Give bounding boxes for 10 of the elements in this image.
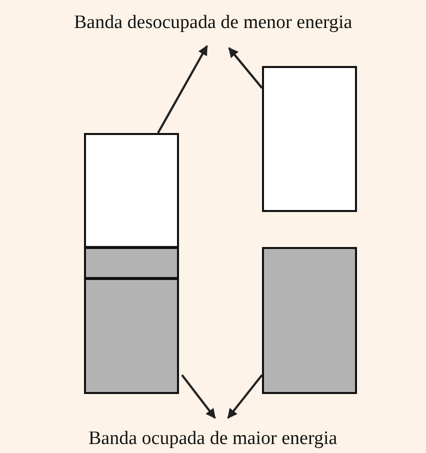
arrow (227, 374, 263, 419)
filled-band (262, 247, 357, 394)
filled-band (84, 247, 179, 279)
arrow (228, 47, 263, 89)
empty-band (262, 66, 357, 212)
arrow (181, 374, 216, 419)
band-label: Banda desocupada de menor energia (74, 12, 352, 34)
arrow (157, 45, 208, 134)
band-label: Banda ocupada de maior energia (88, 428, 338, 450)
filled-band (84, 278, 179, 394)
